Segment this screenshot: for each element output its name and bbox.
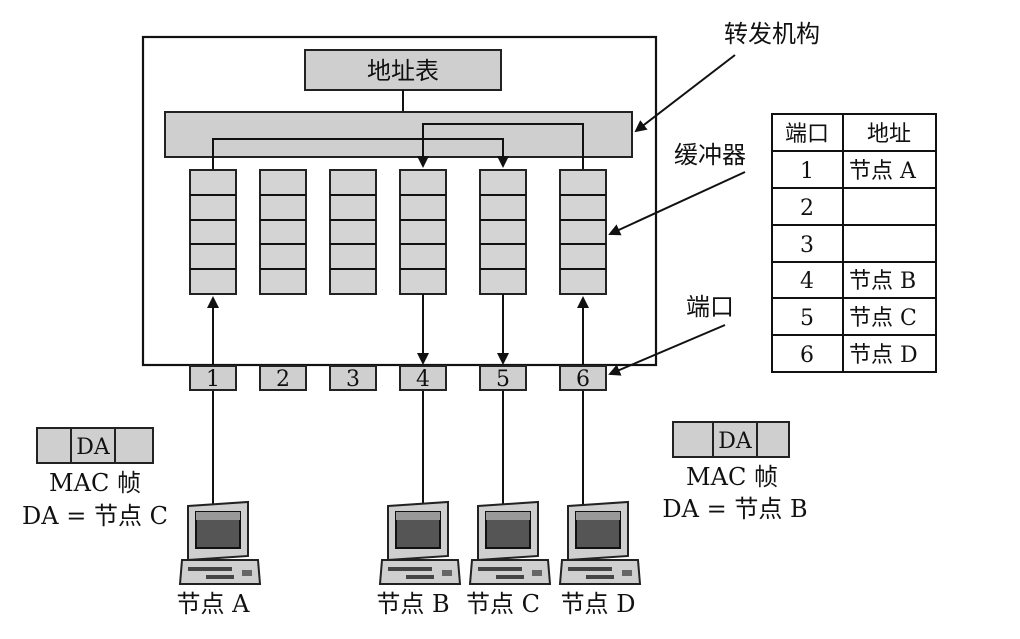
- node-d-label: 节点 D: [561, 590, 636, 618]
- port-pointer: [608, 324, 726, 376]
- buffer-pointer: [608, 171, 746, 236]
- node-c-label: 节点 C: [466, 590, 540, 618]
- computer-node-d: [558, 500, 642, 585]
- computer-node-b: [378, 500, 462, 585]
- table-row-port: 4: [800, 269, 814, 294]
- mac-frame-left-field: DA: [76, 435, 111, 460]
- table-header-address: 地址: [867, 122, 911, 147]
- address-table-box: [304, 49, 502, 91]
- table-row-port: 1: [800, 159, 814, 184]
- ports: 1 2 3 4 5 6: [189, 365, 607, 392]
- port-label: 端口: [686, 293, 734, 321]
- port-1: [189, 365, 237, 391]
- node-b-label: 节点 B: [376, 590, 449, 618]
- connector-a-to-c: [212, 138, 509, 170]
- port-5: [479, 365, 527, 391]
- port-4-label: 4: [416, 367, 430, 392]
- mac-frame-left: DA MAC 帧 DA = 节点 C: [22, 427, 168, 530]
- table-row-address: 节点 B: [849, 269, 916, 294]
- forwarding-bar: [164, 111, 633, 158]
- forwarding-label: 转发机构: [724, 20, 820, 48]
- buffer-3: [329, 169, 377, 295]
- table-header-port: 端口: [785, 122, 829, 147]
- address-table-label: 地址表: [367, 57, 439, 85]
- port-3: [329, 365, 377, 391]
- port-6: [559, 365, 607, 391]
- port-4: [399, 365, 447, 391]
- table-row-port: 5: [800, 306, 814, 331]
- buffer-5: [479, 169, 527, 295]
- table-row-port: 6: [800, 343, 814, 368]
- table-row-port: 3: [800, 233, 814, 258]
- port-address-table: 端口 地址 1 节点 A 2 3 4 节点 B 5 节点 C 6 节点 D: [771, 113, 937, 373]
- buffer-label: 缓冲器: [674, 141, 746, 169]
- mac-frame-right-title: MAC 帧: [686, 463, 778, 491]
- table-row-address: 节点 A: [849, 159, 917, 184]
- port-1-label: 1: [206, 367, 220, 392]
- mac-frame-left-title: MAC 帧: [49, 469, 141, 497]
- mac-frame-right-dest: DA = 节点 B: [662, 495, 807, 523]
- computer-node-c: [468, 500, 552, 585]
- buffer-2: [259, 169, 307, 295]
- connector-d-to-b: [417, 123, 584, 170]
- computer-node-a: [178, 500, 262, 585]
- port-6-label: 6: [576, 367, 590, 392]
- buffers: [189, 169, 607, 295]
- node-a-label: 节点 A: [177, 590, 251, 618]
- mac-frame-right-field: DA: [718, 429, 753, 454]
- table-row-port: 2: [800, 196, 814, 221]
- port-2-label: 2: [276, 367, 290, 392]
- mac-frame-right: DA MAC 帧 DA = 节点 B: [662, 421, 808, 523]
- port-5-label: 5: [496, 367, 510, 392]
- port-2: [259, 365, 307, 391]
- forwarding-pointer: [634, 54, 736, 133]
- mac-frame-left-dest: DA = 节点 C: [22, 502, 168, 530]
- buffer-4: [399, 169, 447, 295]
- buffer-6: [559, 169, 607, 295]
- table-row-address: 节点 C: [849, 306, 917, 331]
- table-row-address: 节点 D: [849, 343, 918, 368]
- port-3-label: 3: [346, 367, 360, 392]
- buffer-1: [189, 169, 237, 295]
